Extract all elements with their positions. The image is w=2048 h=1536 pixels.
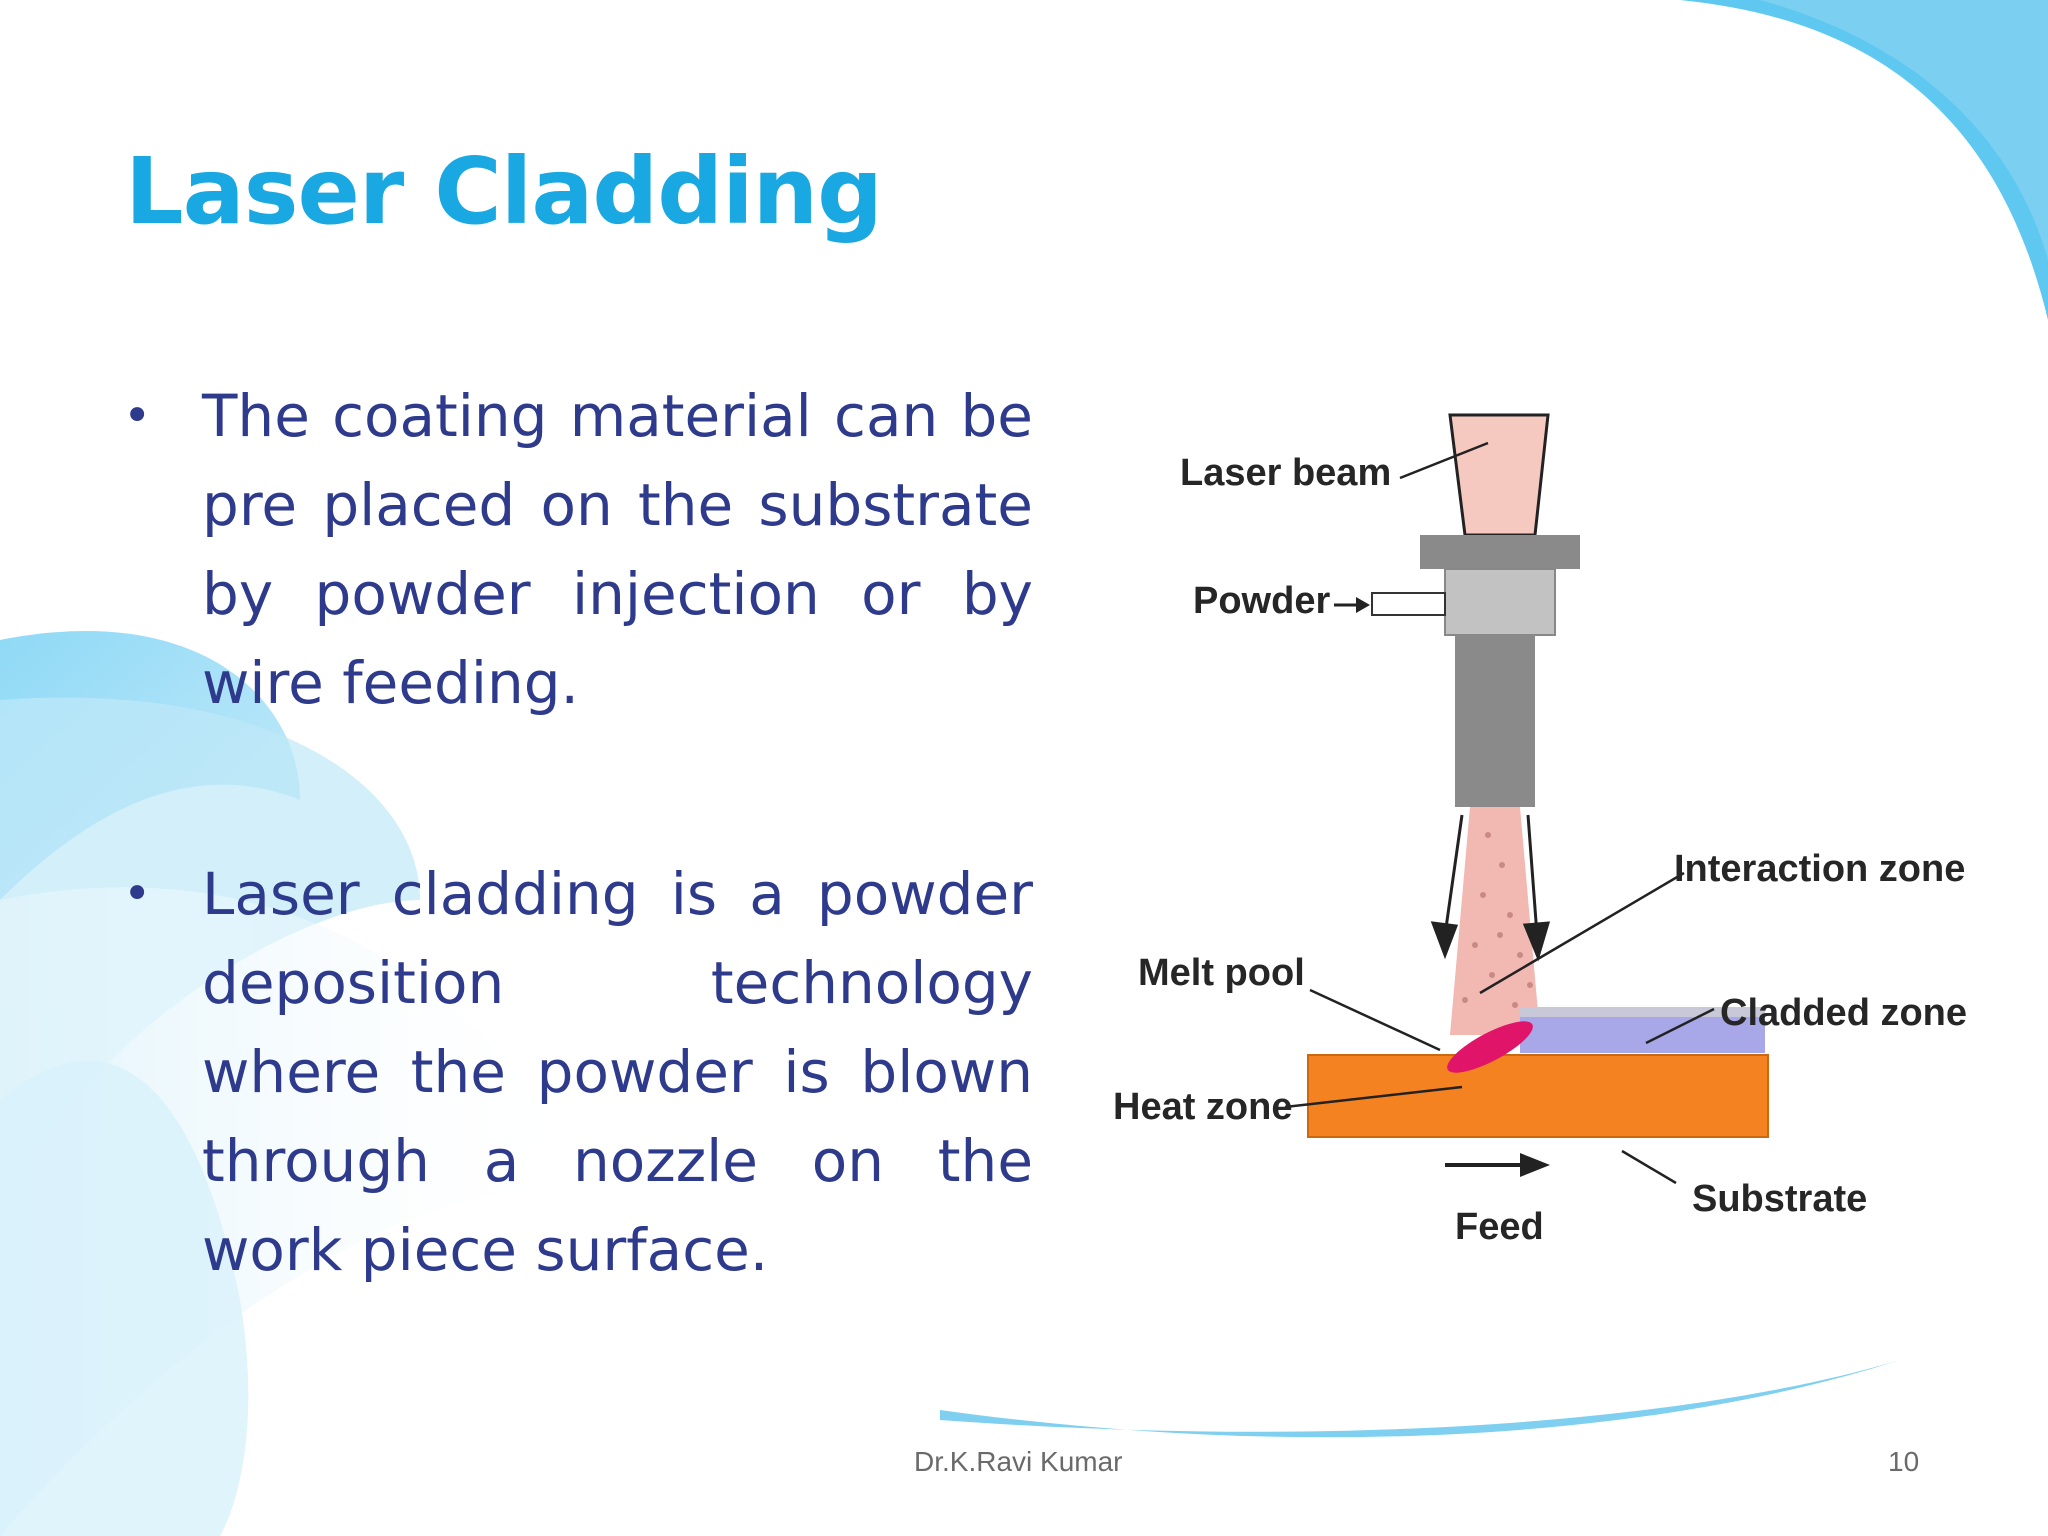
cladded-zone-top [1520, 1007, 1765, 1017]
label-feed: Feed [1455, 1206, 1544, 1248]
powder-stream [1450, 807, 1540, 1035]
bullet-list: • The coating material can be pre placed… [118, 372, 1033, 1295]
bullet-item: • The coating material can be pre placed… [118, 372, 1033, 728]
cladded-zone [1520, 1015, 1765, 1053]
page-number: 10 [1888, 1446, 1920, 1477]
label-melt-pool: Melt pool [1138, 952, 1305, 994]
laser-beam-shape [1448, 413, 1550, 537]
bullet-marker: • [123, 388, 152, 444]
powder-arrow [1334, 597, 1370, 613]
label-interaction-zone: Interaction zone [1674, 848, 1965, 890]
slide-title: Laser Cladding [125, 138, 883, 245]
bullet-marker: • [123, 866, 152, 922]
nozzle-top-plate [1420, 535, 1580, 569]
substrate [1307, 1054, 1769, 1138]
melt-pool [1447, 1021, 1533, 1073]
label-laser-beam: Laser beam [1180, 452, 1391, 494]
label-heat-zone: Heat zone [1113, 1086, 1292, 1128]
nozzle-tube [1455, 635, 1535, 807]
laser-cladding-diagram: Laser beam Powder Interaction zone Melt … [1113, 413, 1967, 1248]
feed-arrow [1445, 1153, 1550, 1177]
bullet-text: Laser cladding is a powder deposition te… [202, 860, 1033, 1284]
bullet-item: • Laser cladding is a powder deposition … [118, 850, 1033, 1295]
label-powder: Powder [1193, 580, 1330, 622]
leader-lines [1284, 441, 1715, 1185]
powder-particles [1462, 832, 1533, 1008]
powder-inlet [1371, 592, 1446, 616]
label-cladded-zone: Cladded zone [1720, 992, 1967, 1034]
bullet-text: The coating material can be pre placed o… [202, 382, 1033, 717]
footer-author: Dr.K.Ravi Kumar [914, 1446, 1123, 1477]
powder-flow-arrows [1430, 814, 1551, 962]
nozzle-body [1444, 568, 1556, 636]
label-substrate: Substrate [1692, 1178, 1867, 1220]
